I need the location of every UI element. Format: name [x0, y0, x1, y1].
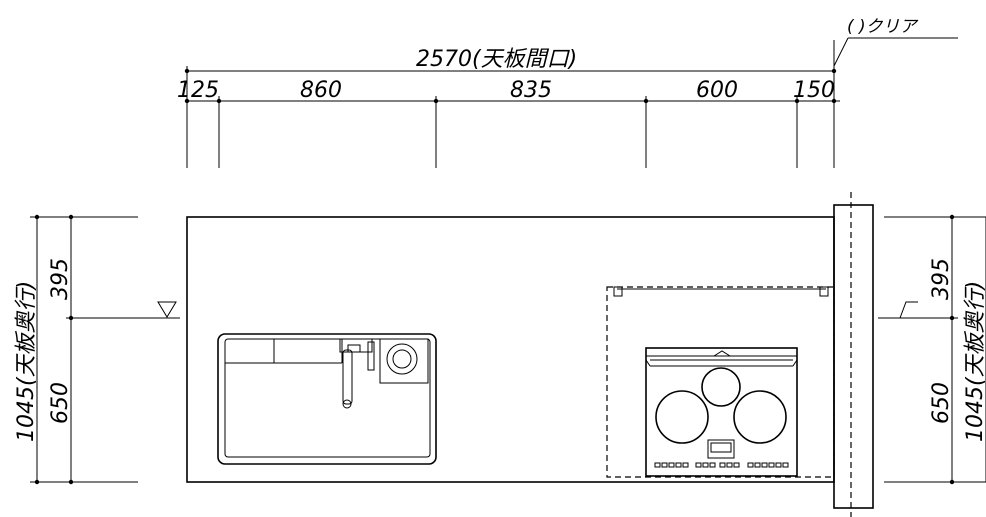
burner-left-icon	[655, 390, 709, 444]
right-overall-dimension: 1045(天板奥行)	[963, 281, 986, 442]
top-dimension-lines	[184, 37, 958, 168]
right-dim-650: 650	[929, 382, 954, 424]
top-dim-860: 860	[300, 78, 342, 103]
top-dim-835: 835	[510, 78, 552, 103]
faucet-icon	[339, 338, 375, 409]
cooktop-display-icon	[707, 439, 735, 459]
drain-icon	[379, 338, 429, 384]
left-overall-dimension: 1045(天板奥行)	[14, 281, 39, 442]
top-dim-150: 150	[793, 78, 835, 103]
cooktop-control-buttons	[654, 462, 789, 468]
range-hood-outline	[606, 286, 835, 478]
burner-rear-icon	[701, 367, 741, 407]
left-dimension-lines	[30, 214, 180, 485]
clear-label: ( )クリア	[847, 17, 919, 37]
left-dim-395: 395	[48, 258, 73, 300]
sink	[217, 333, 437, 465]
top-dim-125: 125	[177, 78, 219, 103]
top-overall-dimension: 2570(天板間口)	[416, 47, 577, 72]
burner-right-icon	[733, 390, 787, 444]
left-dim-650: 650	[48, 382, 73, 424]
ih-cooktop	[645, 347, 798, 477]
wall-column	[833, 192, 874, 517]
right-dim-395: 395	[929, 258, 954, 300]
right-dimension-lines	[878, 214, 986, 485]
countertop-outline	[186, 216, 835, 483]
top-dim-600: 600	[696, 78, 738, 103]
